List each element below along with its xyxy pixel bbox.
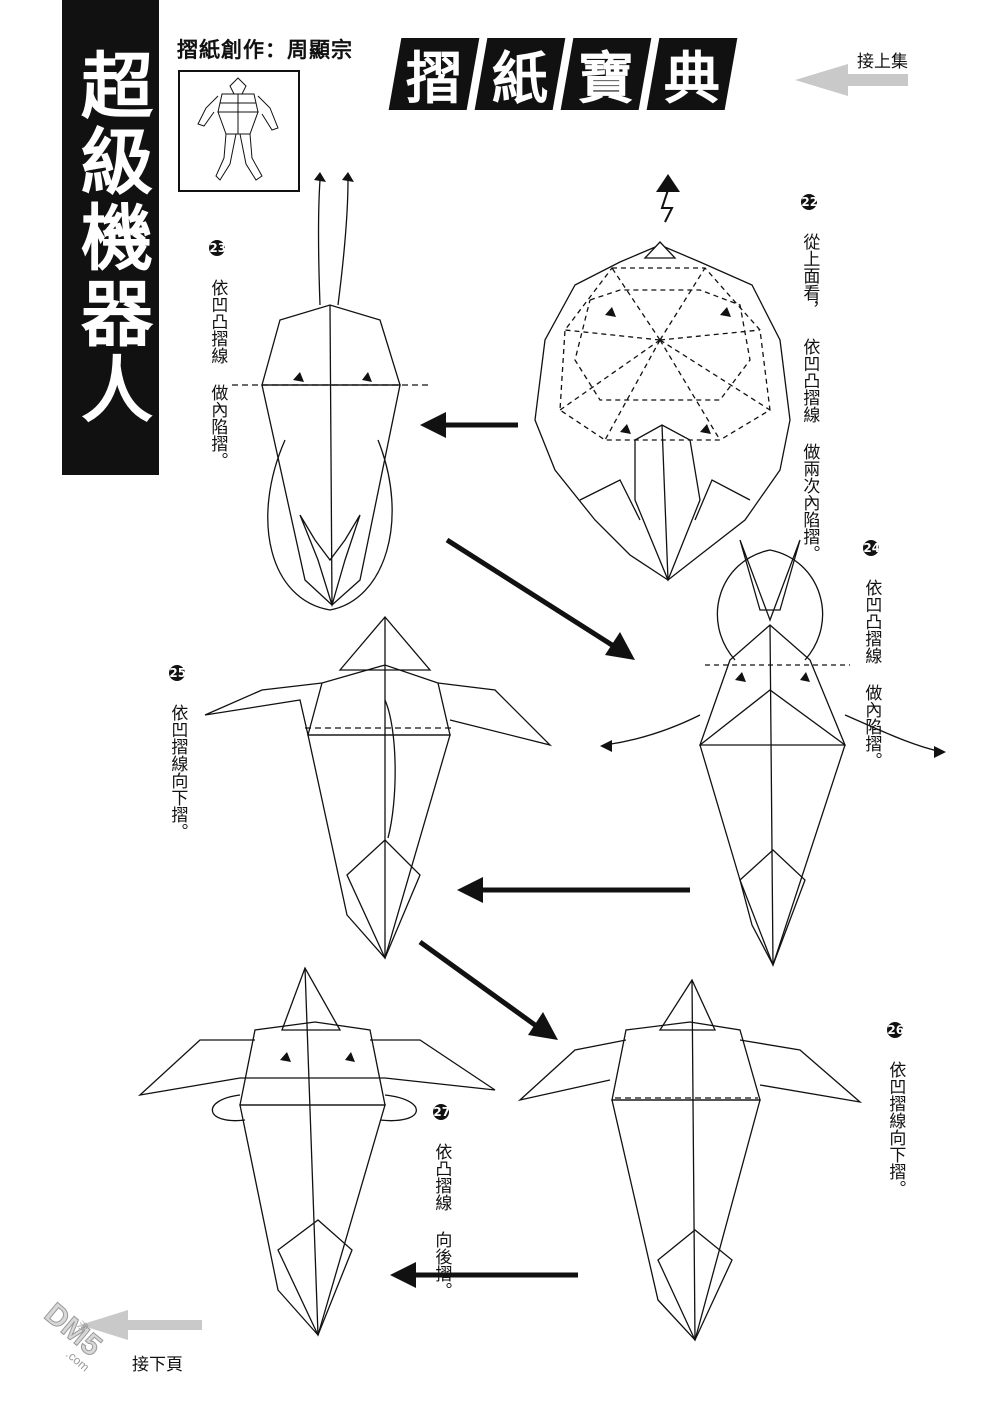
step-number-badge: 27 xyxy=(433,1104,451,1120)
step-25-caption: 25 依凹摺線向下摺。 xyxy=(167,665,188,840)
step-number-badge: 24 xyxy=(863,540,881,556)
continued-from-arrow-icon xyxy=(795,64,908,96)
step-25-diagram xyxy=(204,615,553,960)
fold-indicator-marks xyxy=(280,307,810,1062)
step-number-badge: 26 xyxy=(887,1022,905,1038)
robot-thumbnail xyxy=(178,70,300,192)
page-title: 超級機器人 xyxy=(68,47,153,428)
title-bar: 超級機器人 xyxy=(62,0,159,475)
step-number-badge: 22 xyxy=(801,194,819,210)
step-text-line: 依凹摺線向下摺。 xyxy=(167,704,188,840)
step-23-caption: 23 依凹凸摺線 做內陷摺。 xyxy=(207,240,228,469)
step-text-line: 依凹凸摺線 xyxy=(207,279,228,364)
step-number-badge: 23 xyxy=(209,240,227,256)
dm5-watermark-logo: DM5 漫 .com xyxy=(38,1296,109,1374)
author-credit: 摺紙創作：周顯宗 xyxy=(177,38,353,62)
step-26-caption: 26 依凹摺線向下摺。 xyxy=(885,1022,906,1197)
step-22-diagram xyxy=(534,241,791,582)
robot-thumbnail-drawing xyxy=(197,77,279,181)
step-text-line: 從上面看， xyxy=(799,233,820,318)
step-text-line: 向後摺。 xyxy=(431,1231,452,1299)
continued-to-label: 接下頁 xyxy=(132,1355,183,1375)
step-number-badge: 25 xyxy=(169,665,187,681)
step-23-diagram xyxy=(232,179,432,611)
step-text-line: 依凹摺線向下摺。 xyxy=(885,1061,906,1197)
step-22-flip-arrow-icon xyxy=(656,174,680,223)
step-text-line: 依凸摺線 xyxy=(431,1143,452,1211)
sequence-arrows xyxy=(390,412,690,1288)
step-22-caption: 22 從上面看， 依凹凸摺線 做兩次內陷摺。 xyxy=(799,194,820,562)
step-text-line: 做兩次內陷摺。 xyxy=(799,443,820,562)
step-text-line: 依凹凸摺線 xyxy=(861,579,882,664)
step-27-caption: 27 依凸摺線 向後摺。 xyxy=(431,1104,452,1299)
step-text-line: 做內陷摺。 xyxy=(207,384,228,469)
continued-to-arrow-icon xyxy=(80,1310,202,1340)
continued-from-label: 接上集 xyxy=(857,52,908,72)
step-24-diagram xyxy=(604,539,943,967)
step-27-diagram xyxy=(137,966,496,1337)
step-text-line: 依凹凸摺線 xyxy=(799,338,820,423)
step-26-diagram xyxy=(517,978,863,1342)
